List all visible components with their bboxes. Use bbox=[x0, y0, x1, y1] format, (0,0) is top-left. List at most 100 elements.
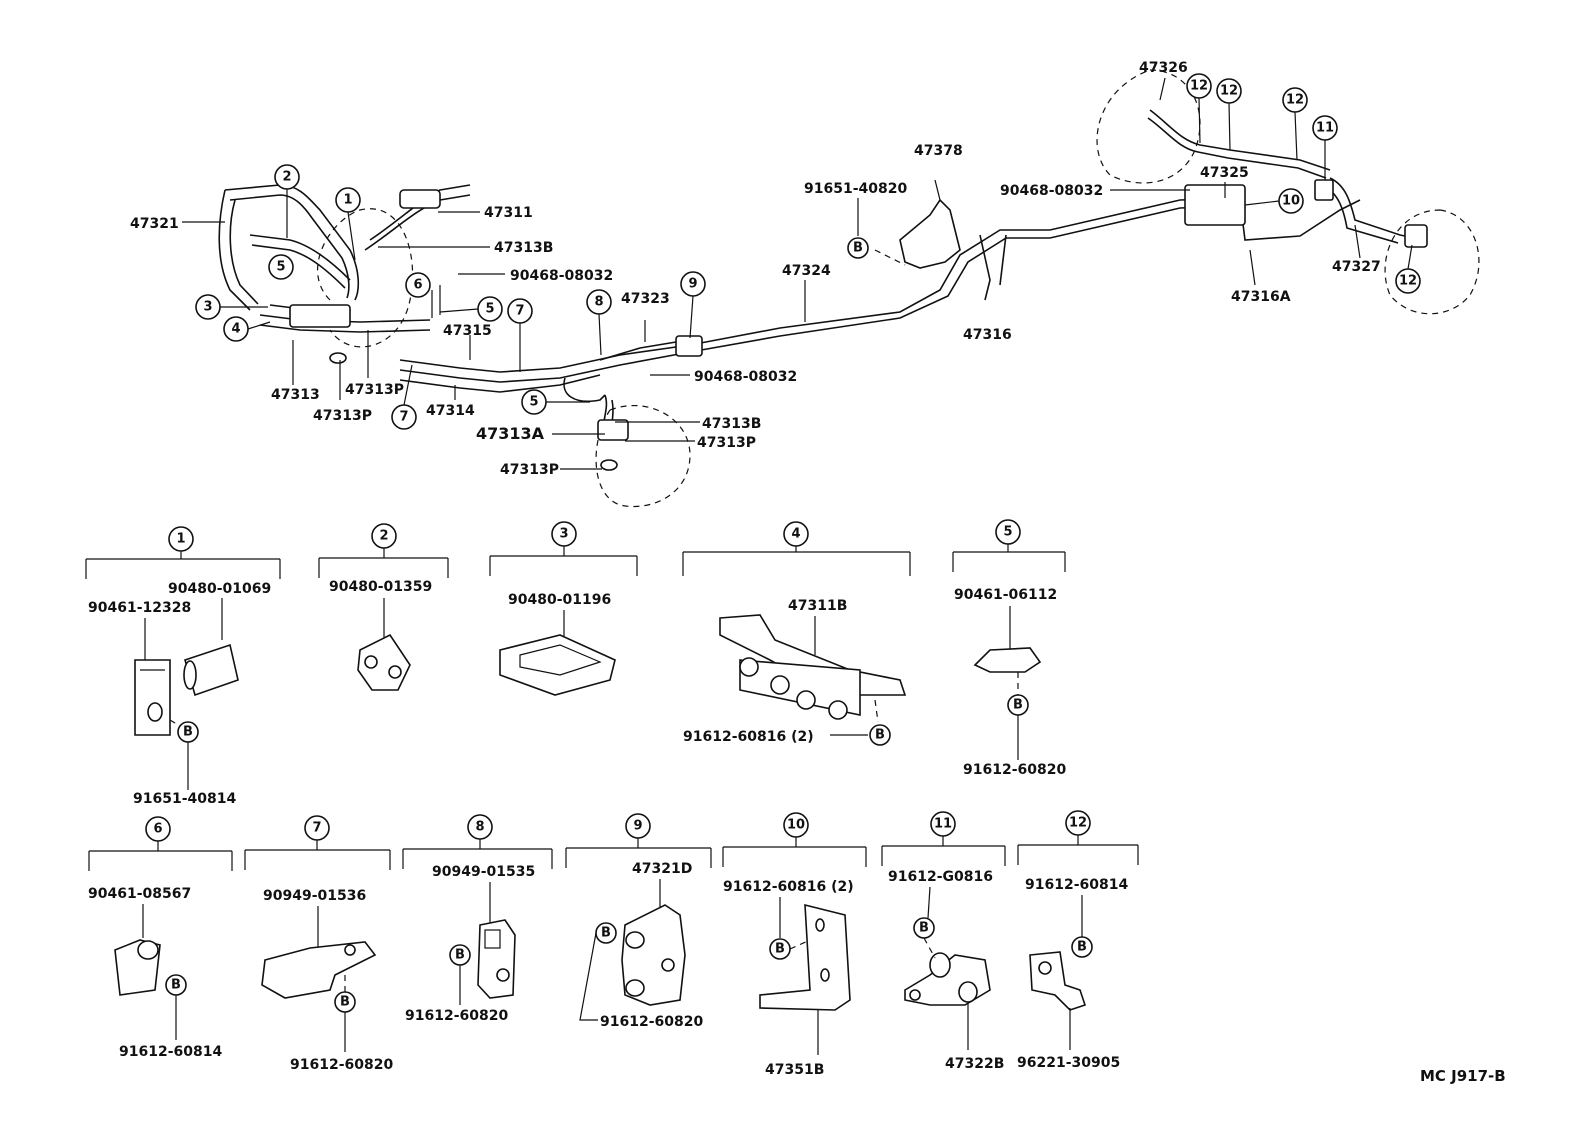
detail-9: 9 47321D B 91612-60820 bbox=[565, 813, 712, 1030]
callout-2-top: 2 bbox=[274, 164, 300, 190]
label-91612-60814-d12: 91612-60814 bbox=[1025, 877, 1128, 893]
label-90468-b: 90468-08032 bbox=[694, 369, 797, 385]
clamp-90461-06112 bbox=[973, 647, 1042, 673]
svg-text:B: B bbox=[775, 942, 785, 957]
svg-text:4: 4 bbox=[791, 527, 800, 542]
svg-text:8: 8 bbox=[475, 820, 484, 835]
label-47313P-a: 47313P bbox=[345, 382, 404, 398]
svg-text:3: 3 bbox=[559, 527, 568, 542]
label-90461-12328: 90461-12328 bbox=[88, 600, 191, 616]
svg-text:7: 7 bbox=[312, 821, 321, 836]
main-brake-line-1 bbox=[399, 197, 1241, 373]
label-47313A: 47313A bbox=[476, 424, 545, 443]
svg-text:12: 12 bbox=[1286, 93, 1304, 108]
label-47323: 47323 bbox=[621, 291, 670, 307]
label-47321: 47321 bbox=[130, 216, 179, 232]
callout-4-top: 4 bbox=[223, 316, 249, 342]
svg-text:12: 12 bbox=[1399, 274, 1417, 289]
svg-text:7: 7 bbox=[399, 410, 408, 425]
detail-12: 12 91612-60814 B 96221-30905 bbox=[1017, 810, 1139, 1071]
svg-text:B: B bbox=[171, 978, 181, 993]
svg-text:10: 10 bbox=[787, 818, 805, 833]
label-47313B-top: 47313B bbox=[494, 240, 553, 256]
svg-text:4: 4 bbox=[231, 322, 240, 337]
rear-proportioning-valve bbox=[1184, 184, 1246, 226]
label-91612-60820-d9: 91612-60820 bbox=[600, 1014, 703, 1030]
label-91651-40814: 91651-40814 bbox=[133, 791, 236, 807]
svg-text:3: 3 bbox=[203, 300, 212, 315]
svg-text:11: 11 bbox=[934, 817, 952, 832]
detail-1: 1 90480-01069 90461-12328 B 91651-40814 bbox=[85, 526, 281, 807]
label-47311: 47311 bbox=[484, 205, 533, 221]
bracket-47378 bbox=[899, 198, 961, 269]
detail-5: 5 90461-06112 B 91612-60820 bbox=[952, 519, 1066, 778]
label-47313P-b: 47313P bbox=[313, 408, 372, 424]
callout-7-top-b: 7 bbox=[391, 404, 417, 430]
svg-text:12: 12 bbox=[1069, 816, 1087, 831]
svg-text:12: 12 bbox=[1220, 84, 1238, 99]
svg-text:B: B bbox=[340, 995, 350, 1010]
svg-text:7: 7 bbox=[515, 304, 524, 319]
svg-text:1: 1 bbox=[176, 532, 185, 547]
detail-4: 4 47311B 4B 91612-60816 (2) bbox=[682, 521, 911, 746]
callout-9-top: 9 bbox=[680, 271, 706, 297]
label-47322B: 47322B bbox=[945, 1056, 1004, 1072]
rear-right-hose bbox=[1149, 109, 1331, 171]
label-90468-c: 90468-08032 bbox=[1000, 183, 1103, 199]
main-brake-line-2 bbox=[399, 205, 1241, 383]
brake-line-assembly: 2 1 5 3 4 6 5 7 7 8 9 5 12 12 12 11 10 1… bbox=[130, 60, 1480, 508]
label-47321D: 47321D bbox=[632, 861, 692, 877]
rear-right-wheel-outline bbox=[1096, 69, 1201, 184]
svg-text:5: 5 bbox=[276, 260, 285, 275]
svg-text:B: B bbox=[875, 728, 885, 743]
svg-text:2: 2 bbox=[282, 170, 291, 185]
label-90480-01069: 90480-01069 bbox=[168, 581, 271, 597]
clamp-96221-30905 bbox=[1029, 951, 1087, 1011]
clamp-90949-01535 bbox=[477, 919, 516, 999]
callout-5-top-c: 5 bbox=[521, 389, 547, 415]
callout-12-top-a: 12 bbox=[1186, 73, 1212, 99]
bolt-symbol-top: B bbox=[847, 237, 869, 259]
label-47327: 47327 bbox=[1332, 259, 1381, 275]
svg-text:5: 5 bbox=[1003, 525, 1012, 540]
clamp-90461-12328 bbox=[134, 659, 171, 736]
rear-left-wheel-outline bbox=[595, 405, 691, 508]
label-47351B: 47351B bbox=[765, 1062, 824, 1078]
callout-7-top: 7 bbox=[507, 298, 533, 324]
rear-right-wheel-outline-2 bbox=[1384, 209, 1480, 315]
label-47325: 47325 bbox=[1200, 165, 1249, 181]
label-96221-30905: 96221-30905 bbox=[1017, 1055, 1120, 1071]
label-90461-06112: 90461-06112 bbox=[954, 587, 1057, 603]
label-91612-G0816: 91612-G0816 bbox=[888, 869, 993, 885]
drawing-code: MC J917-B bbox=[1420, 1067, 1506, 1085]
label-90461-08567: 90461-08567 bbox=[88, 886, 191, 902]
main-brake-line-3 bbox=[399, 374, 601, 393]
svg-text:2: 2 bbox=[379, 529, 388, 544]
svg-text:5: 5 bbox=[529, 395, 538, 410]
label-47313P-d: 47313P bbox=[500, 462, 559, 478]
label-91612-60814-d6: 91612-60814 bbox=[119, 1044, 222, 1060]
label-91651-40820: 91651-40820 bbox=[804, 181, 907, 197]
detail-8: 8 90949-01535 B 91612-60820 bbox=[402, 814, 553, 1024]
svg-text:B: B bbox=[1013, 698, 1023, 713]
callout-12-top-d: 12 bbox=[1395, 268, 1421, 294]
svg-text:9: 9 bbox=[688, 277, 697, 292]
svg-text:11: 11 bbox=[1316, 121, 1334, 136]
rear-left-fitting bbox=[597, 419, 629, 441]
label-91612-60816-2-d10: 91612-60816 (2) bbox=[723, 879, 854, 895]
svg-text:B: B bbox=[919, 921, 929, 936]
detail-7: 7 90949-01536 B 91612-60820 bbox=[244, 815, 393, 1073]
callout-8-top: 8 bbox=[586, 289, 612, 315]
detail-2: 2 90480-01359 bbox=[318, 523, 449, 691]
label-47316: 47316 bbox=[963, 327, 1012, 343]
label-91612-60816-2: 91612-60816 (2) bbox=[683, 729, 814, 745]
svg-text:B: B bbox=[455, 948, 465, 963]
bracket-47351B bbox=[759, 903, 851, 1011]
label-91612-60820-d5: 91612-60820 bbox=[963, 762, 1066, 778]
callout-3-top: 3 bbox=[195, 294, 221, 320]
svg-text:B: B bbox=[853, 241, 863, 256]
junction-block bbox=[289, 304, 351, 328]
label-90480-01359: 90480-01359 bbox=[329, 579, 432, 595]
svg-text:6: 6 bbox=[413, 278, 422, 293]
